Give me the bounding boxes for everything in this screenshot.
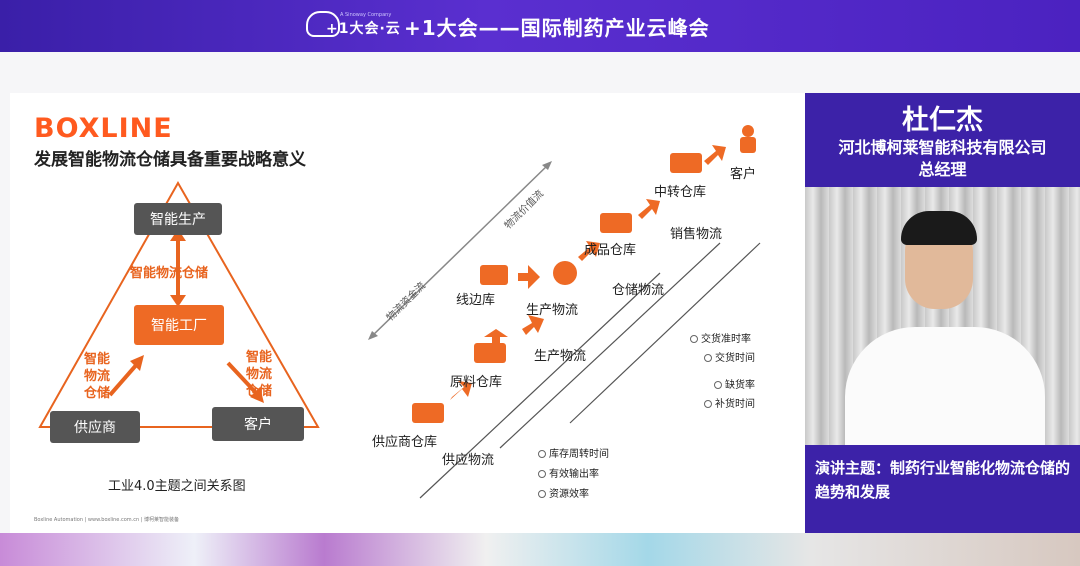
- label-transfer-warehouse: 中转仓库: [654, 185, 707, 200]
- stage-line-2: [499, 242, 721, 449]
- speaker-hair: [901, 211, 977, 245]
- label-raw-warehouse: 原料仓库: [450, 375, 503, 390]
- metric-item: 资源效率: [538, 485, 589, 500]
- flow-arrows: [450, 145, 726, 400]
- label-production-node: 生产物流: [526, 303, 579, 318]
- presentation-slide: BOXLINE 发展智能物流仓储具备重要战略意义 智能生产 智能工厂 供应商 客…: [10, 93, 805, 533]
- stage-line-1: [419, 272, 661, 499]
- label-supplier-warehouse: 供应商仓库: [372, 435, 438, 450]
- arrow-right-head: [250, 387, 264, 403]
- triangle-diagram: [38, 180, 320, 428]
- node-smart-factory: 智能工厂: [134, 305, 224, 345]
- capital-arrow-head: [368, 331, 378, 340]
- label-sales-logistics: 销售物流: [670, 227, 723, 242]
- label-logistics-vertical: 智能物流仓储: [130, 266, 209, 281]
- speaker-body: [845, 327, 1045, 445]
- label-finished-warehouse: 成品仓库: [584, 243, 637, 258]
- label-supply-logistics: 供应物流: [442, 453, 495, 468]
- arrow-right-diag: [226, 361, 260, 397]
- metric-item: 有效输出率: [538, 465, 599, 480]
- label-production-logistics: 生产物流: [534, 349, 587, 364]
- label-warehousing-logistics: 仓储物流: [612, 283, 665, 298]
- metric-item: 库存周转时间: [538, 445, 609, 460]
- flow-diagram: [368, 125, 761, 499]
- metric-item: 缺货率: [714, 376, 755, 391]
- node-supplier: 供应商: [50, 411, 140, 443]
- arrow-left-head: [130, 355, 144, 371]
- metric-item: 交货时间: [704, 349, 755, 364]
- speech-topic: 演讲主题：制药行业智能化物流仓储的趋势和发展: [815, 459, 1071, 501]
- decorative-bottom-strip: [0, 533, 1080, 566]
- warehouse-icons: [412, 125, 756, 423]
- speaker-company: 河北博柯莱智能科技有限公司: [838, 138, 1047, 157]
- speaker-title: 总经理: [918, 160, 967, 179]
- event-title: +1大会——国际制药产业云峰会: [404, 16, 710, 40]
- metric-item: 交货准时率: [690, 330, 751, 345]
- label-customer: 客户: [730, 167, 757, 182]
- diagram-caption: 工业4.0主题之间关系图: [108, 479, 246, 494]
- arrow-down-head: [170, 295, 186, 307]
- triangle-outline: [38, 180, 320, 428]
- label-logistics-right: 智能 物流 仓储: [246, 350, 273, 399]
- cloud-icon: [306, 11, 340, 37]
- arrow-left-diag: [108, 361, 140, 397]
- event-header: A Sinoway Company +1大会·云 +1大会——国际制药产业云峰会: [0, 0, 1080, 52]
- node-smart-production: 智能生产: [134, 203, 222, 235]
- slide-footer: Boxline Automation | www.boxline.com.cn …: [34, 517, 179, 523]
- speaker-panel: 杜仁杰 河北博柯莱智能科技有限公司 总经理 演讲主题：制药行业智能化物流仓储的趋…: [805, 93, 1080, 533]
- slide-title: 发展智能物流仓储具备重要战略意义: [34, 150, 306, 170]
- stage-line-3: [569, 242, 761, 424]
- arrow-up-head: [170, 229, 186, 241]
- speaker-video: [805, 187, 1080, 445]
- metric-item: 补货时间: [704, 395, 755, 410]
- node-customer: 客户: [212, 407, 304, 441]
- label-line-warehouse: 线边库: [456, 293, 496, 308]
- speaker-name: 杜仁杰: [902, 105, 983, 136]
- speaker-org: 河北博柯莱智能科技有限公司 总经理: [805, 137, 1080, 181]
- event-logo: A Sinoway Company +1大会·云: [306, 9, 400, 43]
- label-logistics-left: 智能 物流 仓储: [84, 352, 111, 401]
- logo-text: +1大会·云: [326, 21, 401, 37]
- capital-flow-line: [369, 162, 551, 339]
- brand-logo: BOXLINE: [34, 113, 173, 144]
- logo-subtext: A Sinoway Company: [340, 12, 392, 18]
- value-arrow-head: [542, 161, 552, 170]
